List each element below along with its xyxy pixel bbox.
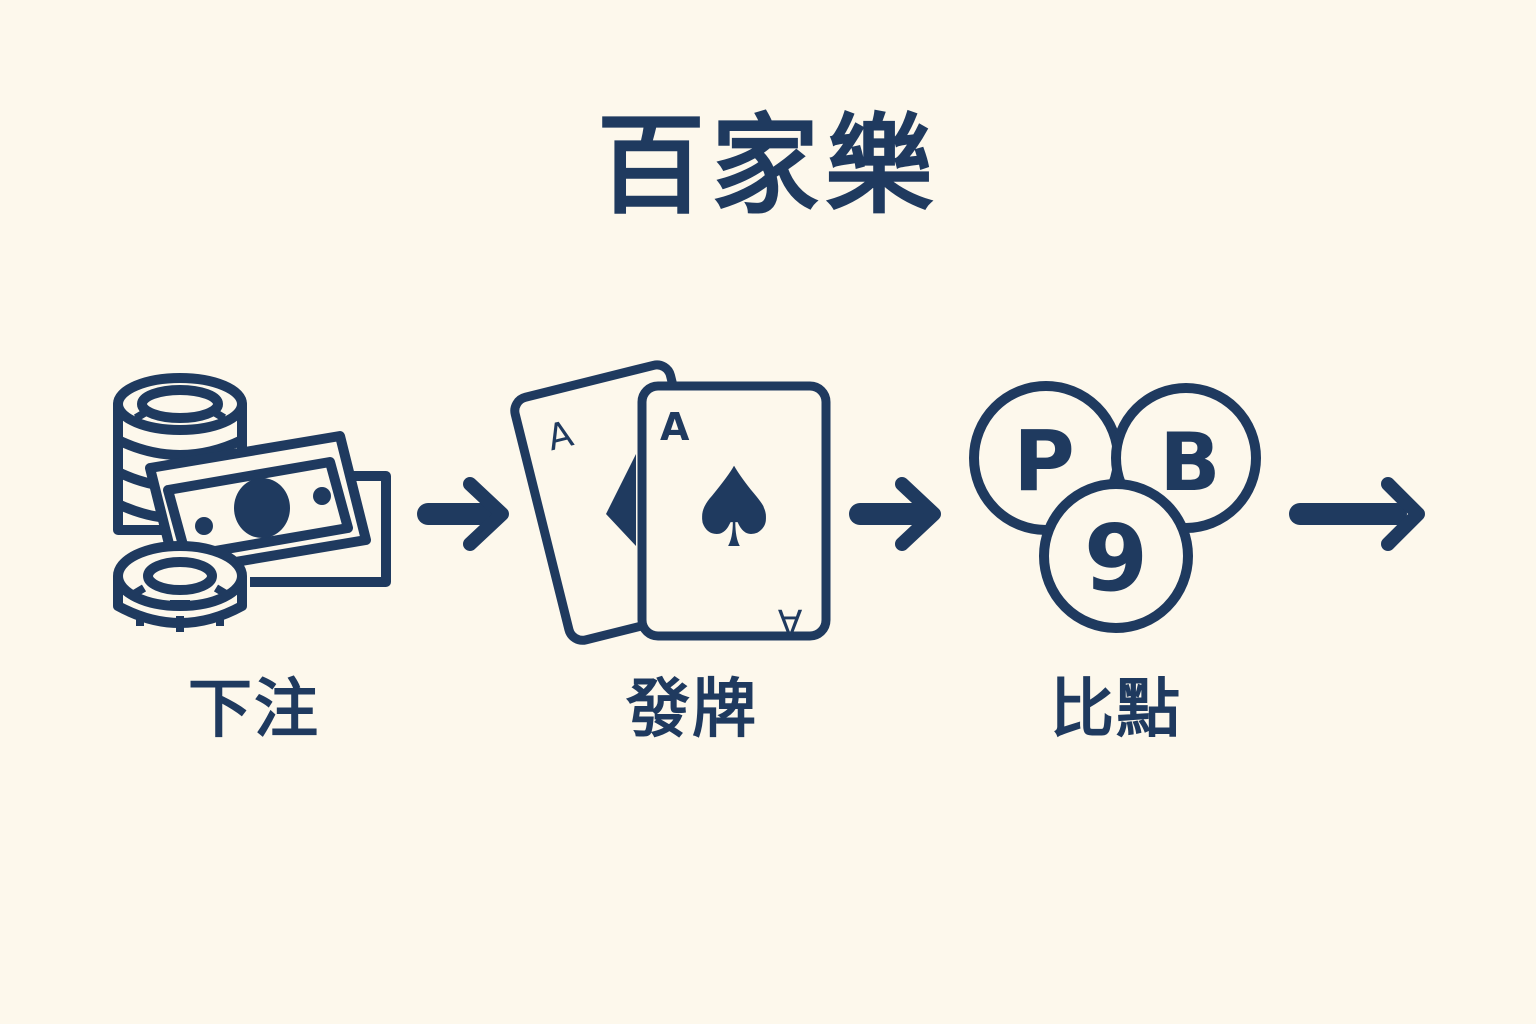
step-label-compare: 比點 [1050,673,1182,747]
cash-icon [145,431,391,587]
points-value: 9 [1084,505,1148,612]
front-card [637,381,831,641]
chip-icon [113,541,247,632]
playing-cards-icon: A A ♠ A [510,360,831,645]
arrow-head-icon [463,477,509,551]
banker-letter: B [1160,416,1221,509]
step-label-deal: 發牌 [626,673,758,747]
chips-and-cash-icon [113,373,391,632]
front-card-rank: A [660,405,690,449]
points-circle [1039,479,1193,633]
front-card-rank-inverted: A [777,601,802,642]
player-letter: P [1013,412,1075,510]
arrow-head-icon [1381,477,1425,551]
arrow-head-icon [895,477,941,551]
player-banker-points-icon: P B 9 [969,381,1261,633]
back-card-pip [606,454,636,546]
diagram-title: 百家樂 [596,104,939,229]
step-label-bet: 下注 [188,673,320,747]
spade-icon: ♠ [685,444,784,572]
